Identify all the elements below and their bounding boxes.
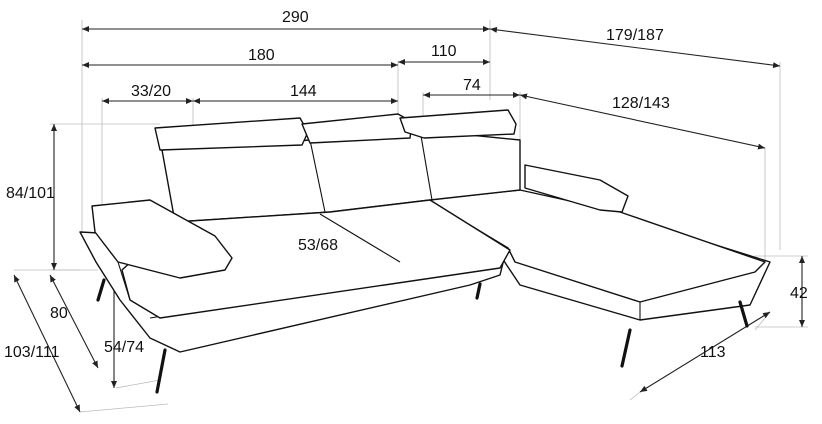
- chaise-armrest: [524, 164, 629, 213]
- headrest-middle: [301, 113, 413, 144]
- dim-chaise-top: 74: [463, 77, 481, 94]
- dim-total-width: 290: [282, 9, 309, 26]
- dim-seat-depth: 53/68: [298, 237, 338, 254]
- leg: [155, 348, 167, 394]
- leg: [620, 328, 632, 368]
- dim-seat-width: 144: [290, 83, 317, 100]
- dim-depth-seat: 54/74: [104, 339, 144, 356]
- leg: [738, 300, 749, 328]
- leg: [96, 278, 106, 302]
- dim-depth-80: 80: [50, 305, 68, 322]
- dim-height: 84/101: [6, 185, 55, 202]
- dim-chaise-width: 113: [700, 344, 726, 361]
- leg: [475, 282, 482, 300]
- chaise-cushion: [427, 189, 766, 303]
- dim-depth-total: 103/111: [4, 344, 60, 361]
- dim-chaise-depth: 179/187: [606, 27, 664, 44]
- dim-chaise-length: 128/143: [612, 95, 670, 112]
- dim-chaise-section: 110: [431, 43, 457, 60]
- headrest-left: [154, 117, 309, 151]
- seat-cushions: [121, 199, 511, 319]
- dim-main-section: 180: [248, 47, 275, 64]
- dim-armrest: 33/20: [131, 83, 171, 100]
- left-armrest: [91, 199, 233, 279]
- dim-seat-height: 42: [790, 285, 808, 302]
- dimension-labels: 290 179/187 180 110 33/20 144 74 128/143…: [4, 9, 808, 361]
- sofa-illustration: [79, 109, 771, 394]
- headrest-right: [399, 109, 517, 139]
